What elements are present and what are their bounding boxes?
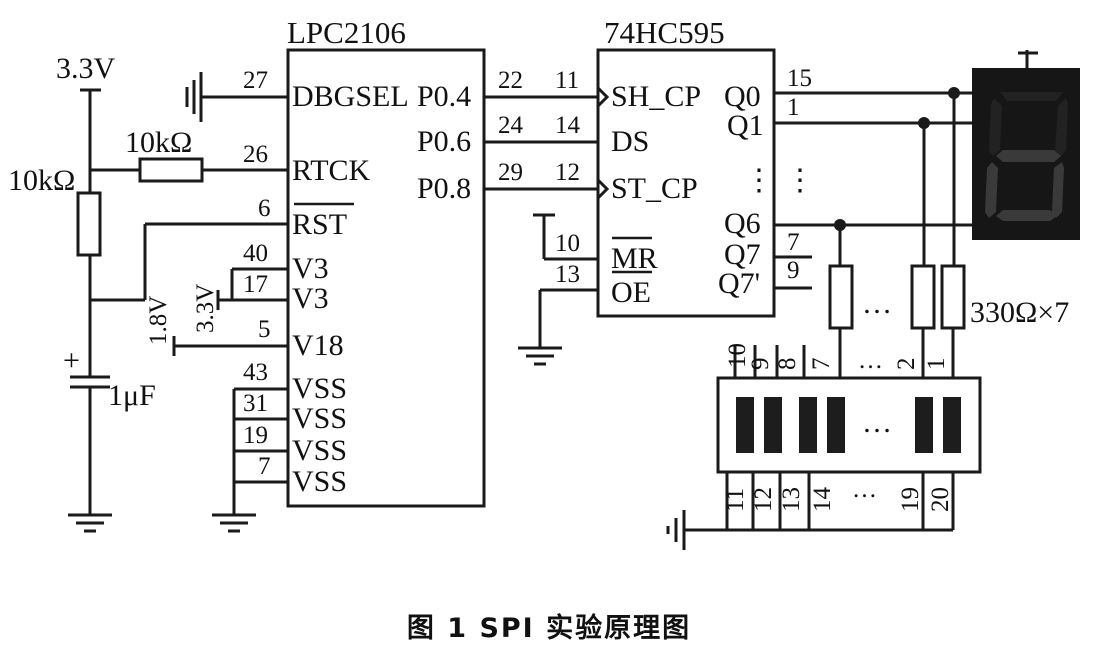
mcu-pin-num: 27 <box>243 67 268 94</box>
mcu-pin-num: 19 <box>243 422 268 449</box>
mcu-pin-name: VSS <box>292 372 347 405</box>
mcu-pin-name: RTCK <box>292 154 371 187</box>
cap-plus-label: + <box>63 344 80 377</box>
bargraph-mid-ellipsis: … <box>862 406 892 439</box>
reset-circuit: 3.3V 10kΩ + 1μF 10kΩ <box>8 52 288 533</box>
sr-pin-num: 7 <box>787 229 800 256</box>
bargraph-bottom-pin: 14 <box>809 487 836 513</box>
mcu-pin-num: 5 <box>258 316 271 343</box>
sr-pin-name: Q6 <box>724 207 761 240</box>
clock-input-icon <box>596 86 610 108</box>
cap-label: 1μF <box>108 379 156 412</box>
rtck-resistor-label: 10kΩ <box>125 126 192 159</box>
ground-icon <box>666 510 686 550</box>
mcu-pin-name: V3 <box>292 252 329 285</box>
bargraph-bottom-pin: 12 <box>750 487 777 512</box>
led-bargraph: 10 9 8 7 … 2 1 … 11 12 13 14 … 19 20 <box>666 343 982 550</box>
sr-pin-name: ST_CP <box>611 172 698 205</box>
ground-icon <box>212 513 256 533</box>
pullup-resistor <box>76 191 102 257</box>
resistor-array-label: 330Ω×7 <box>970 296 1069 329</box>
mcu-pin-name: V3 <box>292 282 329 315</box>
sr-pin-num: 1 <box>787 94 800 121</box>
bargraph-top-pin: 8 <box>774 358 801 371</box>
bargraph-top-pin: 7 <box>808 358 835 371</box>
bargraph-top-pin: 10 <box>724 343 751 368</box>
sr-pin-name: Q1 <box>727 109 764 142</box>
sr-ellipsis-outer: ⋮ <box>785 164 815 197</box>
mcu-pin-name: P0.8 <box>417 172 471 205</box>
ground-icon <box>518 346 562 366</box>
mcu-pin-num: 7 <box>258 453 271 480</box>
sr-pin-num: 15 <box>787 65 812 92</box>
mcu-pin-num: 26 <box>243 141 268 168</box>
sr-pin-name: Q7 <box>724 238 761 271</box>
mcu-pin-num: 22 <box>498 67 523 94</box>
bargraph-bottom-ellipsis: … <box>852 476 877 503</box>
v3-supply-label: 3.3V <box>192 284 219 333</box>
sr-pin-num: 10 <box>555 230 580 257</box>
rtck-resistor <box>138 157 204 183</box>
mcu-pin-name: RST <box>292 208 347 241</box>
mcu-pin-num: 40 <box>243 240 268 267</box>
sr-pin-name: MR <box>611 242 658 275</box>
mcu-pin-name: V18 <box>292 329 344 362</box>
v18-supply-label: 1.8V <box>145 296 172 345</box>
sr-pin-name: SH_CP <box>611 80 701 113</box>
bargraph-bottom-pin: 20 <box>927 487 954 512</box>
mcu-pin-num: 31 <box>243 390 268 417</box>
sr-pin-num: 13 <box>555 261 580 288</box>
resistor-array-ellipsis: … <box>862 287 892 320</box>
74hc595-chip: 74HC595 11 SH_CP 14 DS 12 ST_CP 10 MR 13… <box>518 15 815 366</box>
mcu-pin-num: 29 <box>498 159 523 186</box>
mcu-pin-name: DBGSEL <box>292 80 409 113</box>
ground-icon <box>68 513 112 533</box>
sr-pin-name: DS <box>611 125 649 158</box>
bargraph-top-ellipsis: … <box>858 347 883 374</box>
mcu-pin-name: VSS <box>292 434 347 467</box>
bargraph-top-pin: 1 <box>923 358 950 371</box>
sr-ellipsis-inner: ⋮ <box>744 164 774 197</box>
clock-input-icon <box>596 178 610 200</box>
ground-icon <box>185 72 203 122</box>
sr-pin-num: 11 <box>555 67 579 94</box>
bargraph-bottom-pin: 11 <box>722 488 749 512</box>
sr-pin-name: Q7' <box>718 267 760 300</box>
led-bar <box>827 397 845 453</box>
sr-pin-name: OE <box>611 276 651 309</box>
seven-segment-display <box>972 50 1080 240</box>
sr-pin-num: 9 <box>787 257 800 284</box>
supply-3v3-label: 3.3V <box>56 52 116 85</box>
mcu-pin-num: 43 <box>243 359 268 386</box>
mcu-pin-name: VSS <box>292 402 347 435</box>
lpc2106-chip: LPC2106 27 DBGSEL 26 RTCK 6 RST 40 V3 17… <box>145 15 524 533</box>
mcu-pin-name: P0.6 <box>417 125 471 158</box>
mcu-pin-name: P0.4 <box>417 80 471 113</box>
bargraph-top-pin: 2 <box>893 358 920 371</box>
sr-pin-num: 12 <box>555 159 580 186</box>
led-bar <box>736 397 754 453</box>
mcu-pin-name: VSS <box>292 465 347 498</box>
led-bar <box>915 397 933 453</box>
bargraph-bottom-pin: 19 <box>897 487 924 512</box>
pullup-resistor-label: 10kΩ <box>8 164 75 197</box>
sr-pin-name: Q0 <box>724 80 761 113</box>
mcu-pin-num: 6 <box>258 195 271 222</box>
led-bar <box>764 397 782 453</box>
mcu-pin-num: 24 <box>498 112 524 139</box>
lpc2106-name: LPC2106 <box>287 15 406 50</box>
mcu-pin-num: 17 <box>243 271 268 298</box>
figure-caption: 图 1 SPI 实验原理图 <box>406 613 692 644</box>
bargraph-top-pin: 9 <box>747 358 774 371</box>
spi-schematic: 3.3V 10kΩ + 1μF 10kΩ LPC2106 <box>8 15 1080 550</box>
led-bar <box>799 397 817 453</box>
bargraph-bottom-pin: 13 <box>778 487 805 512</box>
sr-pin-num: 14 <box>555 112 581 139</box>
74hc595-name: 74HC595 <box>604 15 725 50</box>
led-bar <box>943 397 961 453</box>
resistor-array: … 330Ω×7 <box>828 93 1069 378</box>
